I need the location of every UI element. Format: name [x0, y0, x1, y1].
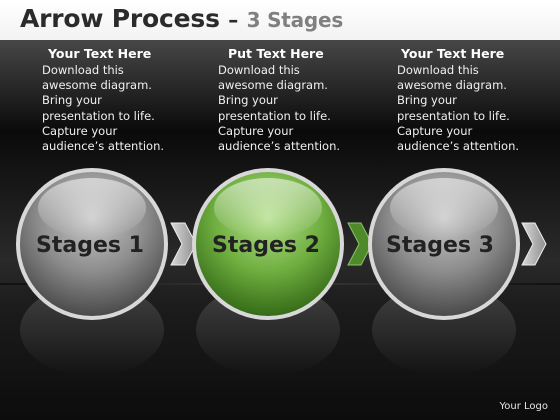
column-heading: Put Text Here	[228, 46, 324, 61]
title-subtitle: 3 Stages	[246, 8, 344, 32]
title-dash: –	[228, 8, 239, 32]
text-column-1: Your Text Here Download this awesome dia…	[42, 46, 192, 154]
text-column-3: Your Text Here Download this awesome dia…	[397, 46, 547, 154]
stage-1-label: Stages 1	[36, 233, 144, 258]
logo-text: Your Logo	[499, 401, 548, 412]
column-text: Download this awesome diagram. Bring you…	[42, 63, 165, 154]
stage-3-label: Stages 3	[386, 233, 494, 258]
header-bar: Arrow Process – 3 Stages	[0, 0, 560, 40]
page-title: Arrow Process – 3 Stages	[20, 4, 343, 33]
title-main: Arrow Process	[20, 4, 220, 33]
column-text: Download this awesome diagram. Bring you…	[218, 63, 341, 154]
stage-2-circle: Stages 2	[192, 168, 344, 320]
chevron-arrow-1	[170, 222, 197, 266]
chevron-arrow-3	[521, 222, 547, 266]
stage-3-circle: Stages 3	[368, 168, 520, 320]
column-heading: Your Text Here	[48, 46, 152, 61]
stage-2-label: Stages 2	[212, 233, 320, 258]
stage-1-circle: Stages 1	[16, 168, 168, 320]
column-heading: Your Text Here	[401, 46, 505, 61]
chevron-arrow-2	[347, 222, 373, 266]
column-text: Download this awesome diagram. Bring you…	[397, 63, 520, 154]
text-column-2: Put Text Here Download this awesome diag…	[218, 46, 368, 154]
